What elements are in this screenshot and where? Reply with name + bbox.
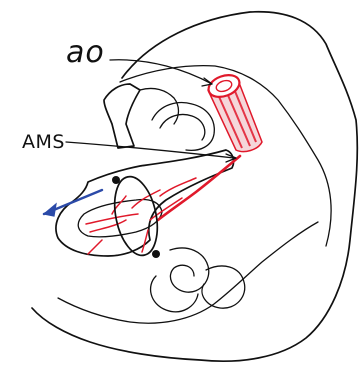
stomach-fold: [104, 84, 140, 148]
mesenteric-vessel: [86, 214, 138, 224]
mesenteric-vessel: [88, 240, 102, 254]
label-ao: ao: [66, 35, 105, 70]
ring-knot: [152, 250, 160, 258]
mesenteric-ring: [108, 173, 164, 260]
stomach-fold-inner: [140, 88, 179, 124]
ring-knot: [112, 176, 120, 184]
intestinal-loop: [151, 276, 198, 312]
label-ams: AMS: [22, 131, 65, 153]
aorta: [206, 71, 262, 151]
duodenum-loop-inner: [160, 115, 205, 141]
superior-mesenteric-artery: [158, 156, 240, 220]
arrow-left-icon: [44, 190, 102, 216]
mesenteric-vessel: [142, 230, 148, 252]
